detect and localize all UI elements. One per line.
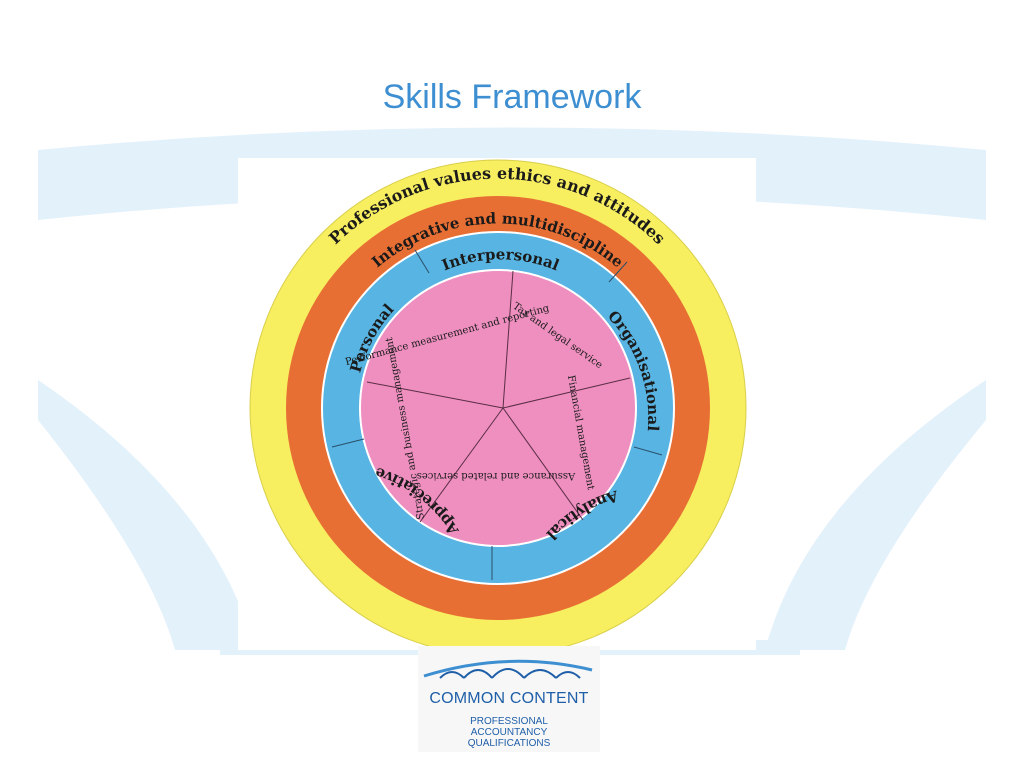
segment-assurance-line: Assurance and related services <box>417 470 577 481</box>
core-circle <box>359 269 637 547</box>
skills-ring-dividers <box>331 249 663 580</box>
bridge-arches-icon <box>423 659 593 679</box>
logo-line-3: QUALIFICATIONS <box>467 738 551 749</box>
segment-assurance: Assurance and related services <box>417 470 577 481</box>
framework-wheel: Professional values ethics and attitudes… <box>249 159 747 650</box>
common-content-logo: COMMON CONTENT PROFESSIONAL ACCOUNTANCY … <box>418 646 600 752</box>
slide-title: Skills Framework <box>382 78 642 116</box>
logo-title: COMMON CONTENT <box>429 690 589 707</box>
skills-framework-diagram: Professional values ethics and attitudes… <box>238 158 756 650</box>
logo-line-2: ACCOUNTANCY <box>470 727 548 738</box>
core-segment-dividers <box>366 270 631 523</box>
logo-line-1: PROFESSIONAL <box>470 716 548 727</box>
